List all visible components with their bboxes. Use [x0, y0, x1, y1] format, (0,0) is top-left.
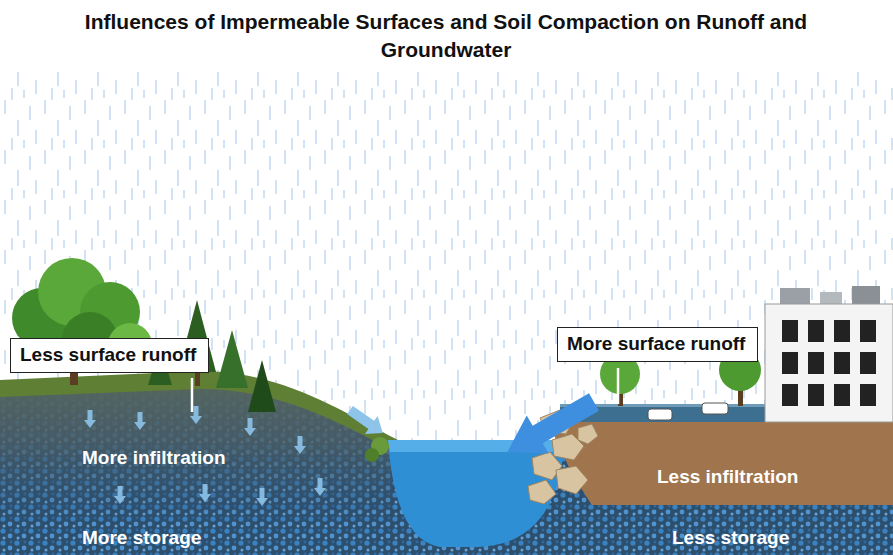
compacted-soil: [548, 420, 893, 505]
callout-text: Less surface runoff: [20, 344, 199, 366]
shrub: [365, 437, 389, 462]
runoff-arrow-small: [344, 401, 389, 442]
building: [765, 286, 893, 422]
cars: [648, 403, 728, 420]
groundwater-storage: [0, 382, 893, 555]
region-label: Less storage: [672, 527, 789, 549]
grass-surface: [0, 371, 398, 450]
ground: [0, 382, 893, 555]
permeable-soil: [0, 382, 392, 525]
region-label: Less infiltration: [657, 466, 798, 488]
diagram-title: Influences of Impermeable Surfaces and S…: [66, 8, 826, 65]
leader-line: [191, 378, 194, 412]
callout-box: Less surface runoff: [10, 338, 209, 373]
callout-text: More surface runoff: [567, 333, 748, 355]
callout-box: More surface runoff: [557, 327, 758, 362]
region-label: More infiltration: [82, 447, 226, 469]
region-label: More storage: [82, 527, 201, 549]
runoff-arrow-large: [496, 383, 605, 471]
leader-line: [617, 368, 620, 404]
pond: [388, 440, 565, 547]
